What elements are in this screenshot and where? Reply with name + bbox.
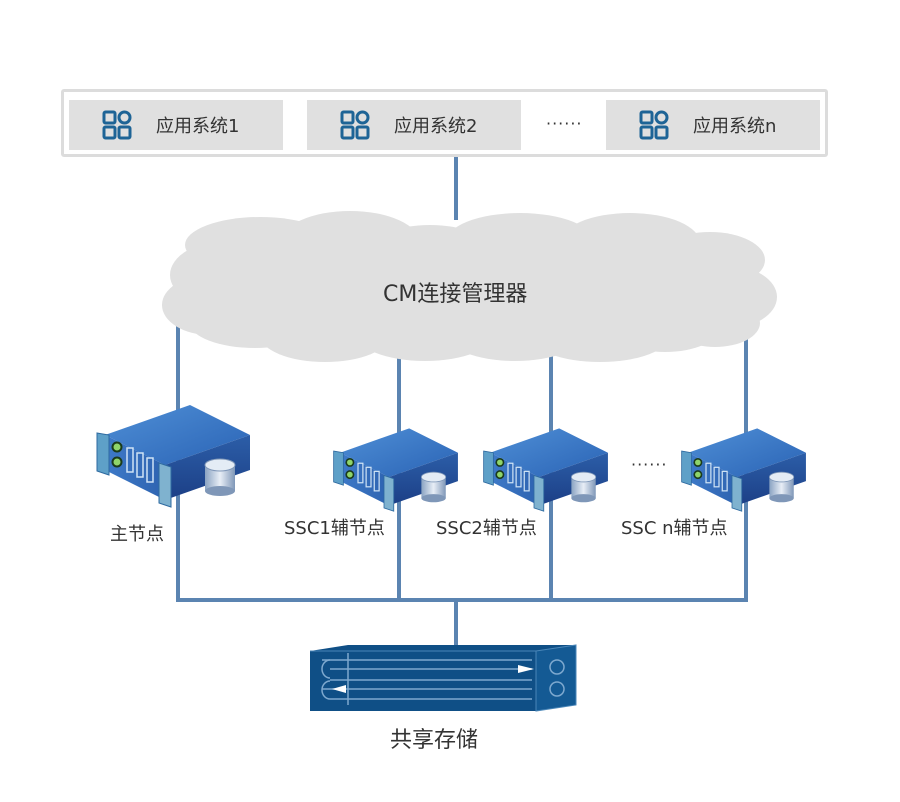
storage-array-icon[interactable] [308,643,578,713]
node-label-ssc1: SSC1辅节点 [284,518,385,539]
application-label: 应用系统2 [394,116,478,137]
applications-ellipsis: ······ [546,114,583,133]
server-icon[interactable] [332,428,462,518]
apps-grid-icon [639,110,669,140]
node-label-master: 主节点 [110,524,164,545]
nodes-ellipsis: ······ [631,455,668,474]
application-box-1[interactable]: 应用系统1 [69,100,283,150]
application-label: 应用系统1 [156,116,240,137]
connection-manager-label: CM连接管理器 [383,282,528,307]
cloud-connection-manager[interactable] [160,205,780,365]
server-icon[interactable] [680,428,810,518]
application-box-n[interactable]: 应用系统n [606,100,820,150]
apps-grid-icon [340,110,370,140]
storage-label: 共享存储 [390,728,479,753]
server-icon[interactable] [482,428,612,518]
node-label-sscn: SSC n辅节点 [621,518,728,539]
application-box-2[interactable]: 应用系统2 [307,100,521,150]
server-icon[interactable] [95,405,255,515]
node-label-ssc2: SSC2辅节点 [436,518,537,539]
application-label: 应用系统n [693,116,777,137]
apps-grid-icon [102,110,132,140]
